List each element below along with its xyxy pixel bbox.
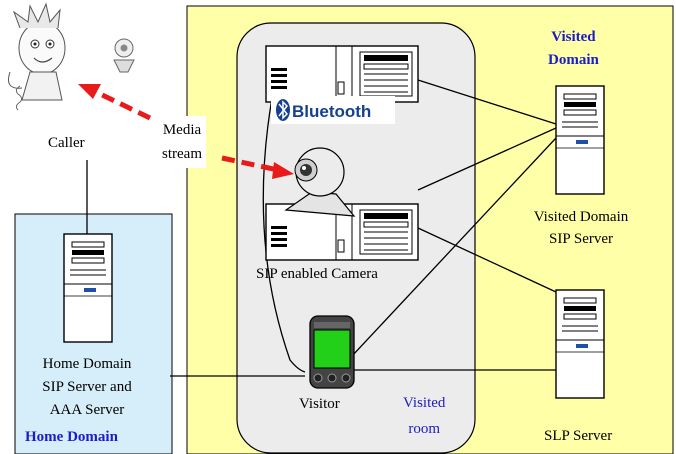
home-sip-server-label-line1: Home Domain <box>42 356 132 372</box>
webcam-icon <box>284 147 356 217</box>
visited-sip-server <box>555 85 605 195</box>
bluetooth-computer <box>265 45 419 103</box>
pda-icon <box>309 315 355 389</box>
caller-cartoon <box>8 2 135 111</box>
slp-server <box>555 289 605 399</box>
visited-room-label-line2: room <box>408 421 441 437</box>
home-sip-server <box>63 233 113 343</box>
camera-label: SIP enabled Camera <box>256 266 378 282</box>
media-stream-label: Media stream <box>158 116 206 168</box>
slp-server-label: SLP Server <box>544 428 613 444</box>
bluetooth-wordmark: Bluetooth <box>292 102 371 121</box>
media-stream-arrow-to-camera <box>221 155 279 173</box>
media-stream-label-line1: Media <box>162 122 202 138</box>
visited-room-label: Visited room <box>403 390 445 442</box>
visitor-label: Visitor <box>299 396 340 412</box>
arrowhead-to-camera <box>272 162 294 179</box>
visited-sip-server-label-line1: Visited Domain <box>533 209 629 225</box>
arrowhead-to-caller <box>78 84 101 99</box>
visited-domain-label: Visited Domain <box>548 26 599 72</box>
visited-sip-server-label-line2: SIP Server <box>548 231 614 247</box>
media-stream-label-line2: stream <box>162 146 202 162</box>
bluetooth-logo: Bluetooth <box>271 96 395 124</box>
home-sip-server-label-line3: AAA Server <box>49 402 125 418</box>
visited-sip-server-label: Visited Domain SIP Server <box>523 206 639 250</box>
home-sip-server-label: Home Domain SIP Server and AAA Server <box>20 353 154 422</box>
connection-lines <box>86 79 557 377</box>
media-stream-arrow-to-caller <box>94 89 152 121</box>
caller-label: Caller <box>48 135 85 151</box>
visited-room-label-line1: Visited <box>403 395 446 411</box>
visited-domain-label-line1: Visited <box>551 29 596 45</box>
home-sip-server-label-line2: SIP Server and <box>42 379 132 395</box>
visited-domain-label-line2: Domain <box>548 52 599 68</box>
home-domain-label: Home Domain <box>25 429 118 445</box>
